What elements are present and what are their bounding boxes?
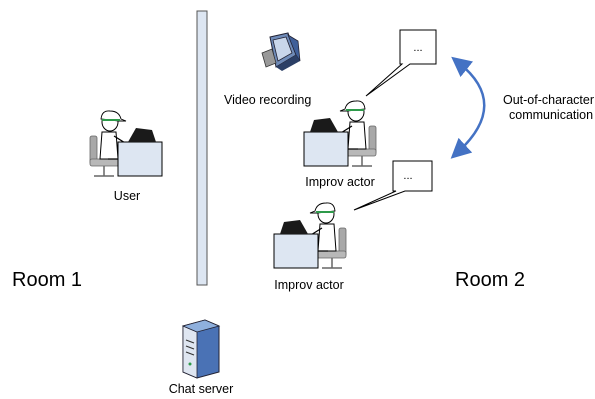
bubble-1-text: ... <box>413 42 422 54</box>
bubble-2-text: ... <box>403 170 412 182</box>
speech-bubble-1: ... <box>365 29 437 97</box>
speech-bubble-2: ... <box>353 160 433 211</box>
user-label: User <box>114 189 140 203</box>
room1-label: Room 1 <box>12 269 82 291</box>
chat-server-label: Chat server <box>169 382 234 396</box>
user-figure-icon <box>89 109 163 177</box>
ooc-label-line1: Out-of-character <box>503 93 594 107</box>
video-camera-icon <box>261 32 301 71</box>
improv-actor-1-label: Improv actor <box>305 175 374 189</box>
improv-actor-1-icon <box>303 99 377 167</box>
video-recording-label: Video recording <box>224 93 311 107</box>
improv-actor-2-label: Improv actor <box>274 278 343 292</box>
room2-label: Room 2 <box>455 269 525 291</box>
ooc-label-line2: communication <box>509 108 593 122</box>
room-divider <box>196 10 208 286</box>
server-icon <box>181 319 221 379</box>
improv-actor-2-icon <box>273 201 347 269</box>
ooc-communication-arrow <box>450 56 486 159</box>
